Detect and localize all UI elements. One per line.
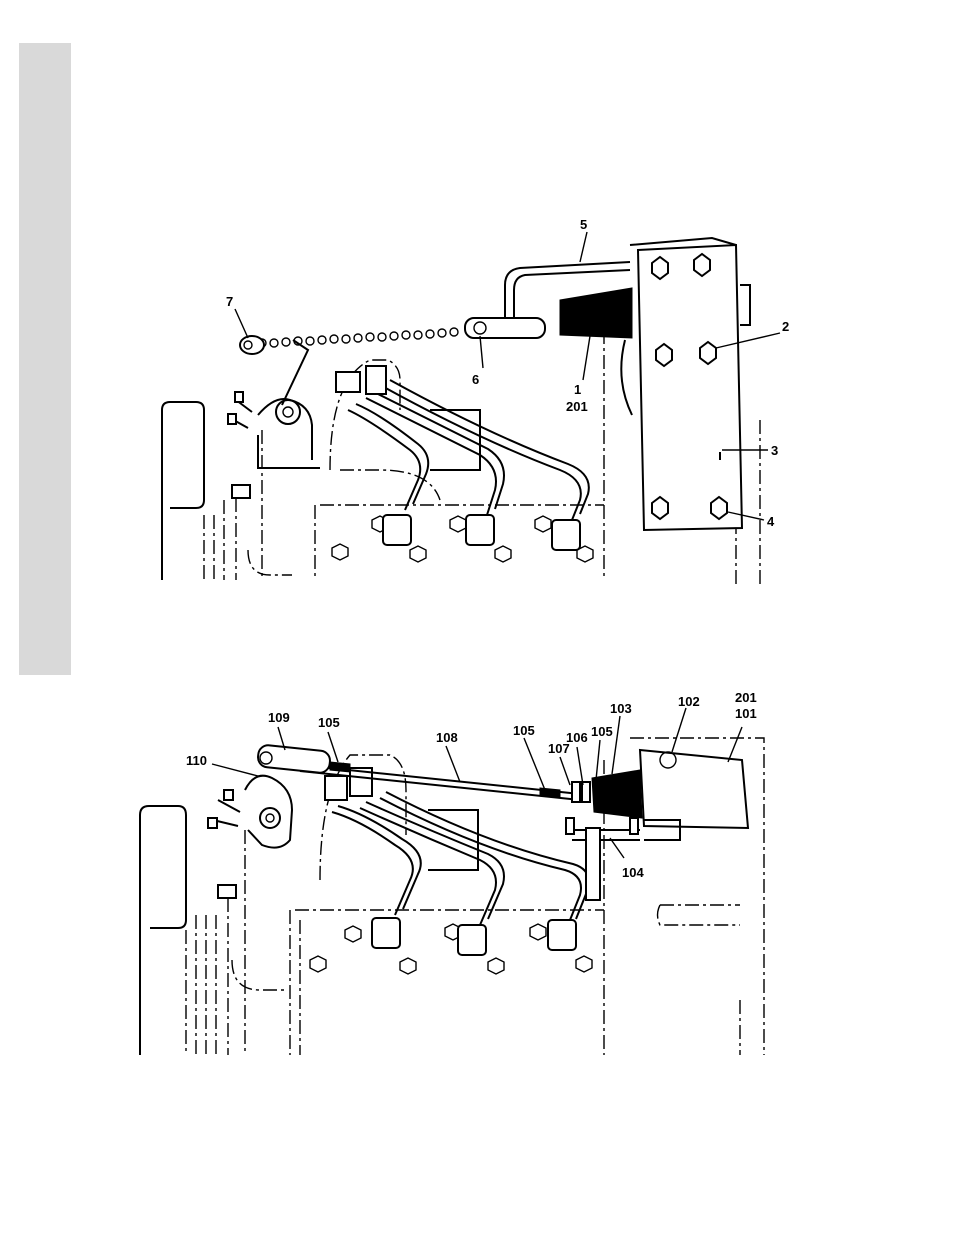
callout-110: 110 [186, 753, 207, 768]
callout-105-left: 105 [318, 715, 340, 730]
callout-201-bottom: 201 [735, 690, 757, 705]
callout-104: 104 [622, 865, 644, 880]
callout-107: 107 [548, 741, 570, 756]
callout-105-right: 105 [591, 724, 613, 739]
callout-103: 103 [610, 701, 632, 716]
callout-105-mid: 105 [513, 723, 535, 738]
callout-109: 109 [268, 710, 290, 725]
callout-102: 102 [678, 694, 700, 709]
callout-108: 108 [436, 730, 458, 745]
callout-101: 101 [735, 706, 757, 721]
bottom-linkage-and-solenoid [257, 744, 748, 900]
